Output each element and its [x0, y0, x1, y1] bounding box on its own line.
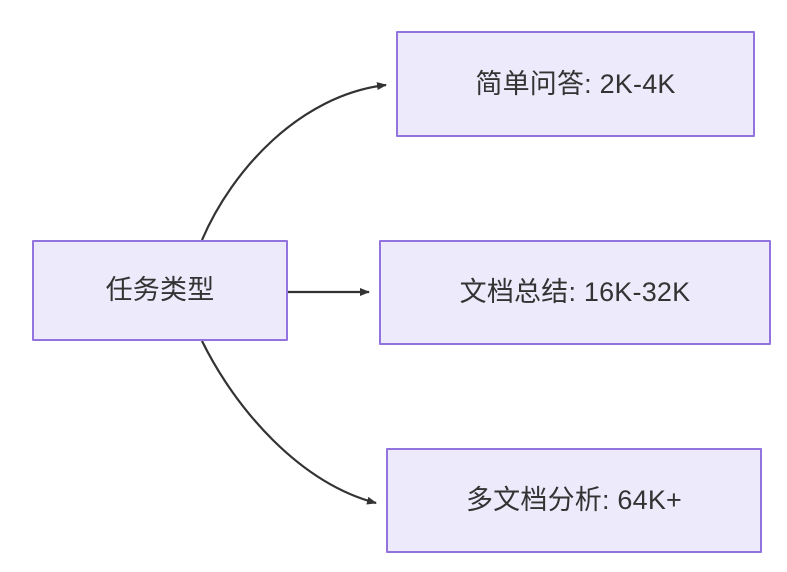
edge-root-to-multi-doc: [201, 340, 377, 505]
node-multi-doc-analysis[interactable]: 多文档分析: 64K+: [386, 448, 762, 553]
node-doc-summary-label: 文档总结: 16K-32K: [459, 277, 691, 308]
edge-root-to-simple-qa: [200, 82, 387, 241]
node-simple-qa[interactable]: 简单问答: 2K-4K: [396, 31, 755, 137]
node-task-type[interactable]: 任务类型: [32, 240, 288, 341]
node-task-type-label: 任务类型: [105, 275, 215, 306]
node-multi-doc-analysis-label: 多文档分析: 64K+: [465, 485, 682, 516]
node-simple-qa-label: 简单问答: 2K-4K: [475, 68, 676, 99]
node-doc-summary[interactable]: 文档总结: 16K-32K: [379, 240, 771, 345]
